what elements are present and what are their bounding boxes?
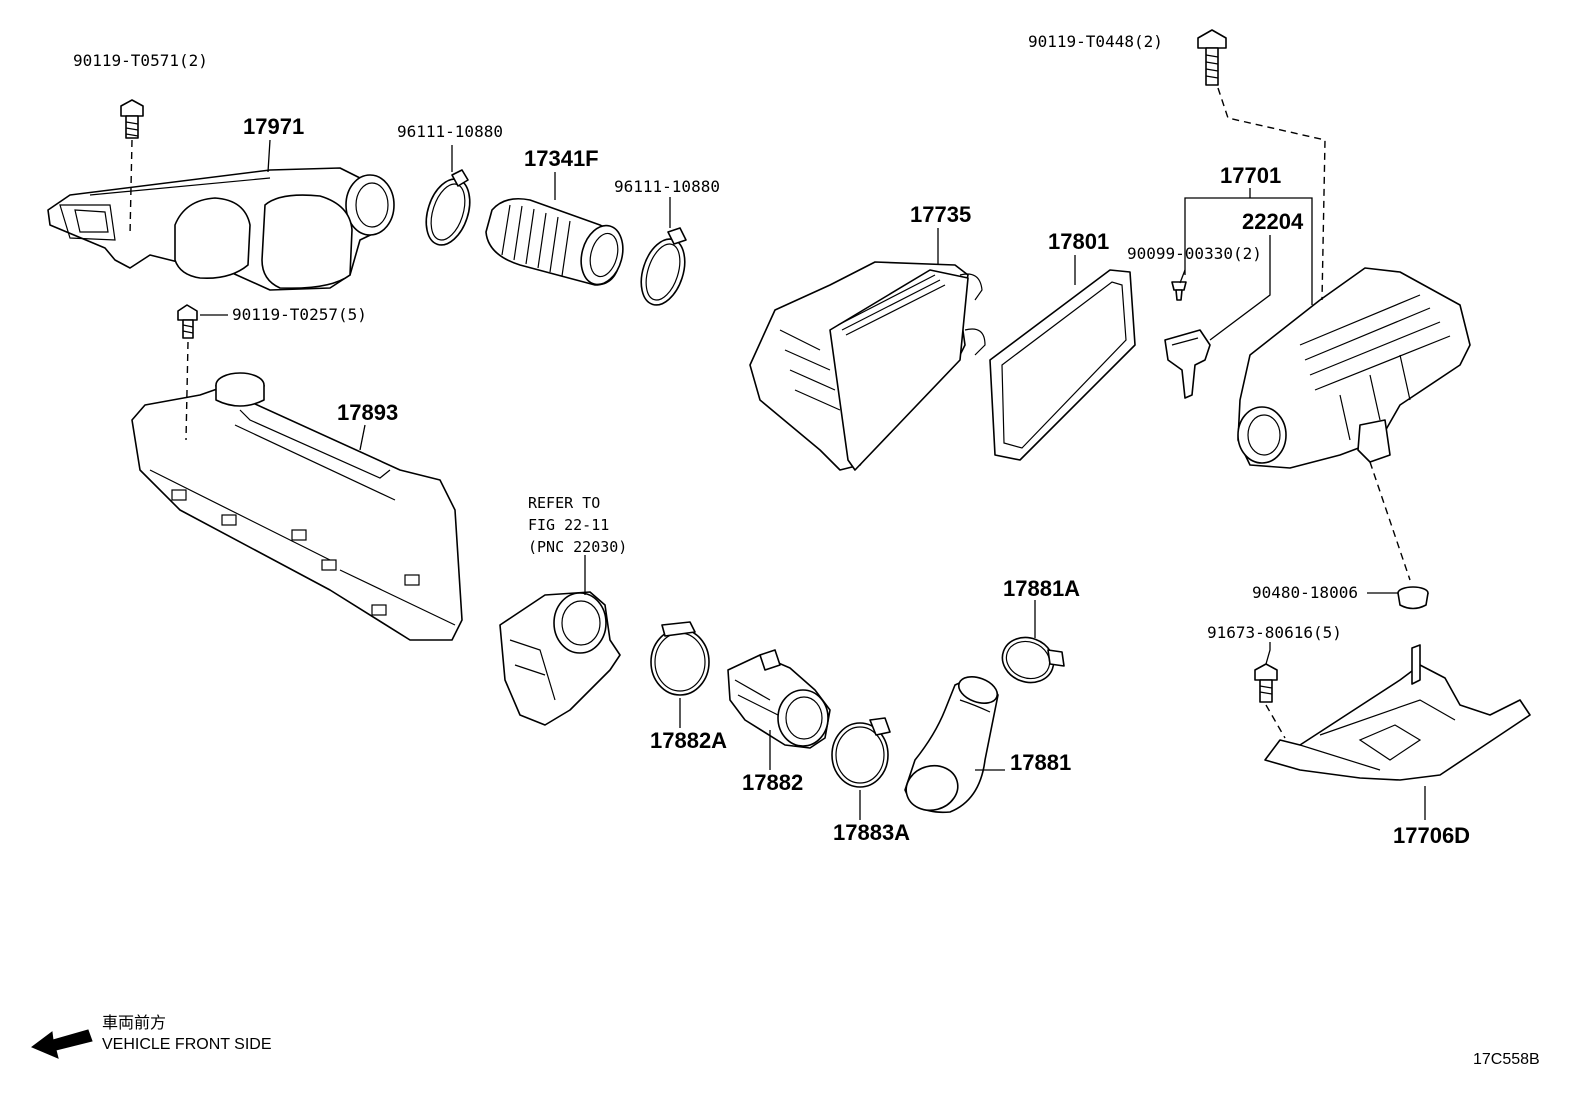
throttle-body-ref bbox=[499, 591, 621, 726]
label-clamp-right: 96111-10880 bbox=[614, 177, 720, 196]
grommet-90480-18006 bbox=[1369, 461, 1429, 610]
air-cleaner-case-17701 bbox=[1237, 267, 1471, 469]
label-17971: 17971 bbox=[243, 114, 304, 139]
clamp-17883a bbox=[831, 717, 891, 788]
refer-line-2: FIG 22-11 bbox=[528, 516, 609, 534]
label-17706d: 17706D bbox=[1393, 823, 1470, 848]
air-inlet-duct-17971 bbox=[47, 167, 395, 291]
label-17881a: 17881A bbox=[1003, 576, 1080, 601]
bracket-17706d bbox=[1264, 644, 1531, 781]
clamp-96111-10880-left bbox=[425, 169, 471, 246]
label-screw-90099-00330: 90099-00330(2) bbox=[1127, 244, 1262, 263]
arrow-left-icon bbox=[31, 1029, 93, 1059]
callout-labels: 90119-T0571(2) 17971 96111-10880 17341F … bbox=[73, 32, 1470, 848]
bolt-90119-t0257 bbox=[177, 304, 198, 441]
label-bolt-91673-80616: 91673-80616(5) bbox=[1207, 623, 1342, 642]
bolt-91673-80616 bbox=[1254, 663, 1286, 739]
front-side-label-en: VEHICLE FRONT SIDE bbox=[102, 1036, 272, 1053]
air-hose-17881 bbox=[904, 676, 999, 814]
refer-line-1: REFER TO bbox=[528, 494, 600, 512]
mass-air-flow-sensor-22204 bbox=[1164, 329, 1211, 399]
intake-inlet-17882 bbox=[727, 649, 831, 749]
clamp-17882a bbox=[650, 621, 710, 696]
resonator-17893 bbox=[131, 372, 463, 641]
refer-line-3: (PNC 22030) bbox=[528, 538, 627, 556]
label-17341f: 17341F bbox=[524, 146, 599, 171]
bolt-90119-t0571 bbox=[120, 99, 144, 236]
label-17882: 17882 bbox=[742, 770, 803, 795]
label-17701: 17701 bbox=[1220, 163, 1281, 188]
air-box-cover-17735 bbox=[749, 261, 986, 471]
clamp-96111-10880-right bbox=[640, 227, 687, 306]
screw-90099-00330 bbox=[1171, 281, 1187, 301]
clamp-17881a bbox=[1001, 636, 1065, 684]
filter-element-17801 bbox=[989, 269, 1136, 461]
label-17893: 17893 bbox=[337, 400, 398, 425]
label-bolt-90119-t0448: 90119-T0448(2) bbox=[1028, 32, 1163, 51]
hose-17341f bbox=[485, 197, 624, 286]
label-17881: 17881 bbox=[1010, 750, 1071, 775]
label-grommet-90480-18006: 90480-18006 bbox=[1252, 583, 1358, 602]
leader-lines bbox=[200, 139, 1426, 820]
label-22204: 22204 bbox=[1242, 209, 1304, 234]
figure-code: 17C558B bbox=[1473, 1051, 1540, 1068]
label-17883a: 17883A bbox=[833, 820, 910, 845]
label-clamp-left: 96111-10880 bbox=[397, 122, 503, 141]
label-17882a: 17882A bbox=[650, 728, 727, 753]
bolt-90119-t0448 bbox=[1197, 29, 1326, 301]
label-17801: 17801 bbox=[1048, 229, 1109, 254]
label-bolt-90119-t0257: 90119-T0257(5) bbox=[232, 305, 367, 324]
front-side-label-jp: 車両前方 bbox=[102, 1014, 166, 1032]
vehicle-front-indicator: 車両前方 VEHICLE FRONT SIDE bbox=[31, 1014, 272, 1059]
label-17735: 17735 bbox=[910, 202, 971, 227]
label-bolt-90119-t0571: 90119-T0571(2) bbox=[73, 51, 208, 70]
